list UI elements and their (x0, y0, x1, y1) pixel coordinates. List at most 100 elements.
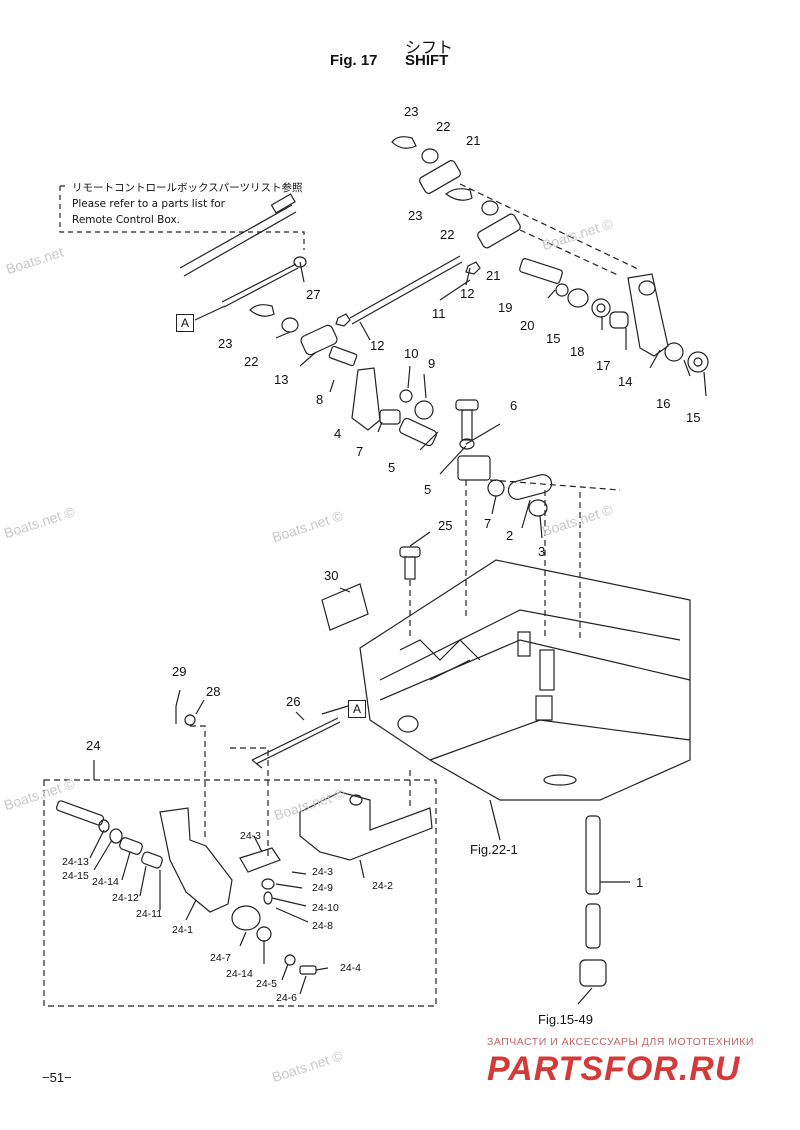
washer-24-15 (98, 819, 110, 833)
part-number-label: 19 (498, 300, 513, 315)
nut-12-lower (335, 313, 351, 327)
washer-24-14-left (109, 828, 123, 844)
part-number-label: 12 (460, 286, 475, 301)
remote-control-note: リモートコントロールボックスパーツリスト参照 Please refer to a… (72, 180, 302, 228)
part-number-label: 21 (466, 133, 481, 148)
figure-number: Fig. 17 (330, 52, 378, 69)
bolt-24-6 (299, 965, 317, 975)
collar-7-upper (379, 409, 401, 425)
part-number-label: 30 (324, 568, 339, 583)
subpart-number-label: 24-14 (92, 876, 119, 888)
washer-6 (459, 438, 475, 450)
bracket-boss-2 (539, 649, 555, 691)
part-number-label: 22 (436, 119, 451, 134)
part-number-label: 27 (306, 287, 321, 302)
bolt-24-13 (55, 800, 105, 826)
subpart-number-label: 24-13 (62, 856, 89, 868)
nut-9 (414, 400, 434, 420)
note-line-2: Remote Control Box. (72, 214, 180, 226)
subpart-number-label: 24-3 (240, 830, 262, 842)
rod-26 (251, 717, 341, 769)
part-number-label: 20 (520, 318, 535, 333)
joint-13 (300, 324, 338, 356)
washer-24-5 (284, 954, 296, 966)
part-number-label: 23 (404, 104, 419, 119)
part-number-label: 9 (428, 356, 436, 371)
part-number-label: 4 (334, 426, 342, 441)
washer-16 (664, 342, 684, 362)
stud-8 (328, 345, 358, 367)
reference-fig-22-1: Fig.22-1 (470, 842, 518, 857)
part-number-label: 23 (408, 208, 423, 223)
bolt-19 (519, 258, 563, 284)
dashed-guide-28 (190, 725, 411, 860)
part-number-label: 2 (506, 528, 514, 543)
lever-pivot (638, 280, 656, 296)
cable-27-line (221, 263, 299, 308)
arrow-to-a-bottom (321, 705, 349, 715)
clip-23-mid (445, 188, 473, 201)
subassembly-24-box (43, 779, 437, 1007)
subpart-number-label: 24-8 (312, 920, 334, 932)
bracket-frame (399, 639, 481, 681)
note-line-1: Please refer to a parts list for (72, 198, 225, 210)
washer-10 (399, 389, 413, 403)
bracket-24-2-hole (349, 794, 363, 806)
washer-22-low (281, 317, 299, 333)
cable-end-27 (293, 256, 307, 268)
figure-title: SHIFT (405, 52, 449, 69)
part-number-label: 1 (636, 875, 644, 890)
subpart-number-label: 24-2 (372, 880, 394, 892)
nut-12-upper (465, 261, 481, 275)
subpart-number-label: 24-1 (172, 924, 194, 936)
bracket-24-2 (299, 791, 433, 861)
joint-21-top (419, 160, 461, 194)
part-number-label: 10 (404, 346, 419, 361)
clip-24-3 (239, 847, 281, 873)
subpart-number-label: 24-9 (312, 882, 334, 894)
brand-tagline: ЗАПЧАСТИ И АКСЕССУАРЫ ДЛЯ МОТОТЕХНИКИ (487, 1036, 754, 1048)
part-number-label: 12 (370, 338, 385, 353)
washer-22-top (421, 148, 439, 164)
part-number-label: 24 (86, 738, 101, 753)
subpart-number-label: 24-11 (136, 908, 163, 920)
bolt-24-10 (263, 891, 273, 905)
nut-3 (528, 499, 548, 517)
part-number-label: 6 (510, 398, 518, 413)
bracket-boss-1 (517, 631, 531, 657)
part-number-label: 5 (424, 482, 432, 497)
arrow-to-a-top (194, 305, 226, 321)
subpart-number-label: 24-4 (340, 962, 362, 974)
washer-15-lower (687, 351, 709, 373)
joint-5-lower (457, 455, 491, 481)
shaft-1-upper (585, 815, 601, 895)
bolt-6-head (455, 399, 479, 411)
washer-18-inner (596, 303, 606, 313)
subpart-number-label: 24-7 (210, 952, 232, 964)
note-japanese: リモートコントロールボックスパーツリスト参照 (72, 182, 303, 194)
part-number-label: 26 (286, 694, 301, 709)
part-number-label: 29 (172, 664, 187, 679)
reference-marker-a-top: A (176, 314, 194, 332)
lower-cover-rim (379, 609, 691, 761)
link-plate-2 (507, 474, 553, 500)
washer-22-mid (481, 200, 499, 216)
part-number-label: 28 (206, 684, 221, 699)
reference-marker-a-bottom: A (348, 700, 366, 718)
bolt-25-shank (404, 556, 416, 580)
dashed-guide-upper (459, 183, 641, 277)
lower-cover-body (359, 559, 691, 801)
bolt-25-head (399, 546, 421, 558)
joint-21-mid (477, 213, 521, 249)
clip-23-top (391, 136, 417, 149)
shift-rod-11 (349, 255, 463, 325)
subpart-number-label: 24-12 (112, 892, 139, 904)
part-number-label: 25 (438, 518, 453, 533)
part-number-label: 22 (440, 227, 455, 242)
washer-24-9 (261, 878, 275, 890)
dashed-guide-mid (465, 479, 621, 640)
cover-hole (397, 715, 419, 733)
part-number-label: 15 (546, 331, 561, 346)
part-number-label: 16 (656, 396, 671, 411)
